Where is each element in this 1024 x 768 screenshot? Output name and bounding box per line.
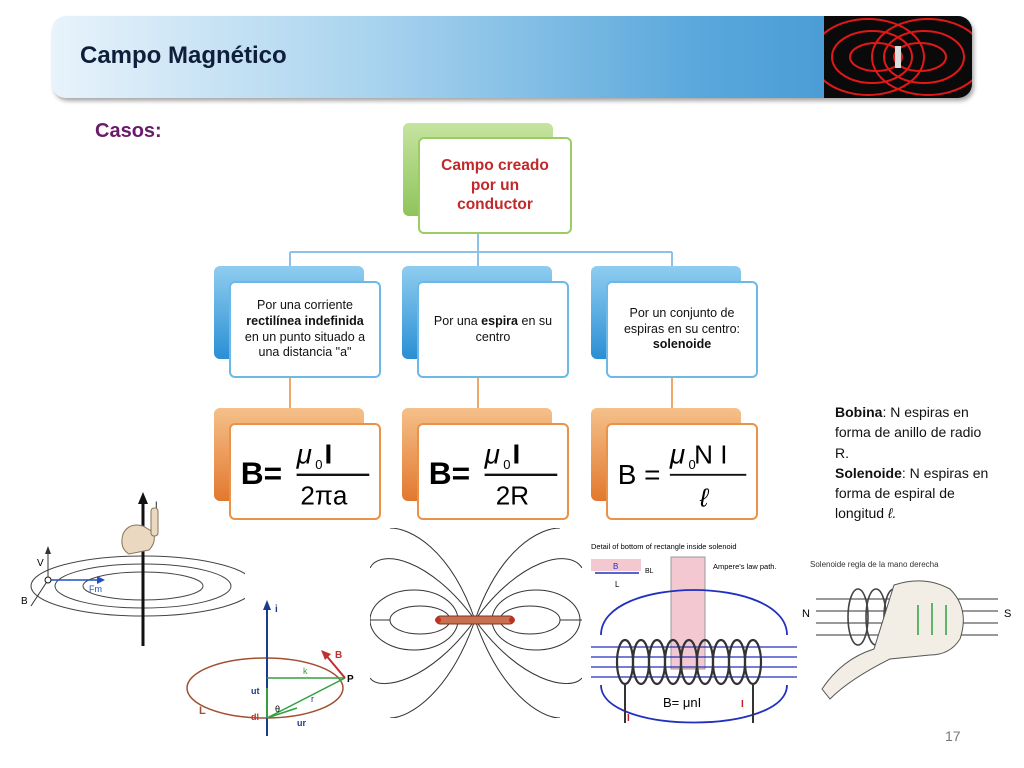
formula-2-lhs: B= [429,455,470,491]
branch-2-pre: Por una [433,313,478,328]
formula-3-sub: 0 [689,457,696,472]
formula-1-sub: 0 [315,457,322,472]
detail-bl-label: BL [645,568,654,575]
formula-2-svg: B= μ 0 I 2R [429,438,558,510]
figure-hand-wire: I V B Fm [21,492,245,646]
formula-1-lhs: B= [241,455,282,491]
right-hand-title: Solenoide regla de la mano derecha [810,560,939,569]
side-note: Bobina: N espiras en forma de anillo de … [835,402,995,524]
detail-b-label: B [613,562,618,571]
ampere-label: Ampere's law path. [713,562,777,571]
formula-1-svg: B= μ 0 I 2πa [241,438,370,510]
hand-v-label: V [37,558,44,569]
branch-1-post: en un punto situado a una distancia "a" [244,329,366,360]
solenoide-text: : N espiras en forma de espiral de longi… [835,464,989,522]
formula-solenoid: B = μ 0 N I ℓ [606,423,758,520]
formula-3-num: N I [694,439,727,469]
root-line-2: por un [470,176,520,194]
page-title: Campo Magnético [80,42,287,69]
formula-2-den: 2R [496,480,529,510]
formula-1-mu: μ [296,438,312,469]
formula-3-mu: μ [669,438,685,469]
root-node: Campo creado por un conductor [418,137,572,234]
loop-ur-label: ur [297,718,306,728]
branch-1-pre: Por una corriente [257,298,353,313]
loop-k-label: k [303,666,308,676]
branch-3-pre: Por un conjunto de espiras en su centro: [623,306,741,336]
formula-loop: B= μ 0 I 2R [417,423,569,520]
loop-r-label: r [311,694,314,704]
formula-1-den: 2πa [300,480,347,510]
bobina-text: : N espiras en forma de anillo de radio … [835,404,982,461]
formula-3-svg: B = μ 0 N I ℓ [618,438,747,512]
solenoide-end: ℓ. [887,505,897,522]
loop-l-label: L [199,705,206,717]
branch-1-bold: rectilínea indefinida [246,313,364,328]
loop-p-label: P [347,674,354,685]
page-number: 17 [945,728,961,744]
figure-right-hand-rule: Solenoide regla de la mano derecha N S [802,560,1011,700]
right-hand-n-label: N [802,608,810,620]
root-line-1: Campo creado [441,157,549,175]
hand-b-label: B [21,596,28,607]
loop-i-label: i [275,604,278,615]
formula-1-num: I [325,438,333,469]
formula-2-mu: μ [484,438,500,469]
solenoid-formula: B= μnI [663,695,701,710]
solenoid-i-right: I [741,699,744,710]
branch-loop: Por una espira en su centro [417,281,569,378]
branch-3-bold: solenoide [652,337,712,352]
formula-straight-wire: B= μ 0 I 2πa [229,423,381,520]
dipole-field-thumbnail [811,16,972,98]
formula-2-sub: 0 [503,457,510,472]
loop-ut-label: ut [251,686,260,696]
formula-2-num: I [513,438,521,469]
branch-2-bold: espira [481,313,519,328]
branch-solenoid: Por un conjunto de espiras en su centro:… [606,281,758,378]
solenoid-i-left: I [627,713,630,724]
hand-i-label: I [155,500,158,510]
right-hand-s-label: S [1004,608,1011,620]
cases-heading: Casos: [95,120,162,142]
loop-b-label: B [335,650,342,661]
root-line-3: conductor [457,196,533,214]
hand-icon [121,507,159,555]
hand-icon [821,580,964,700]
figure-loop-vectors: i k r B P ut dl θ ur L [186,600,354,736]
branch-2-post: en su centro [475,313,553,344]
detail-l-label: L [615,580,620,589]
formula-3-den: ℓ [699,482,710,512]
figure-solenoid-ampere: Detail of bottom of rectangle inside sol… [591,542,797,724]
dipole-field-icon [811,18,972,96]
formula-3-lhs: B = [618,459,661,490]
title-banner: Campo Magnético [52,16,972,98]
bobina-label: Bobina [835,404,883,420]
solenoide-label: Solenoide [835,464,902,481]
detail-label: Detail of bottom of rectangle inside sol… [591,542,737,551]
loop-dl-label: dl [251,712,259,722]
hand-fm-label: Fm [89,584,102,594]
loop-theta-label: θ [275,704,280,714]
figure-field-lines [370,528,582,718]
